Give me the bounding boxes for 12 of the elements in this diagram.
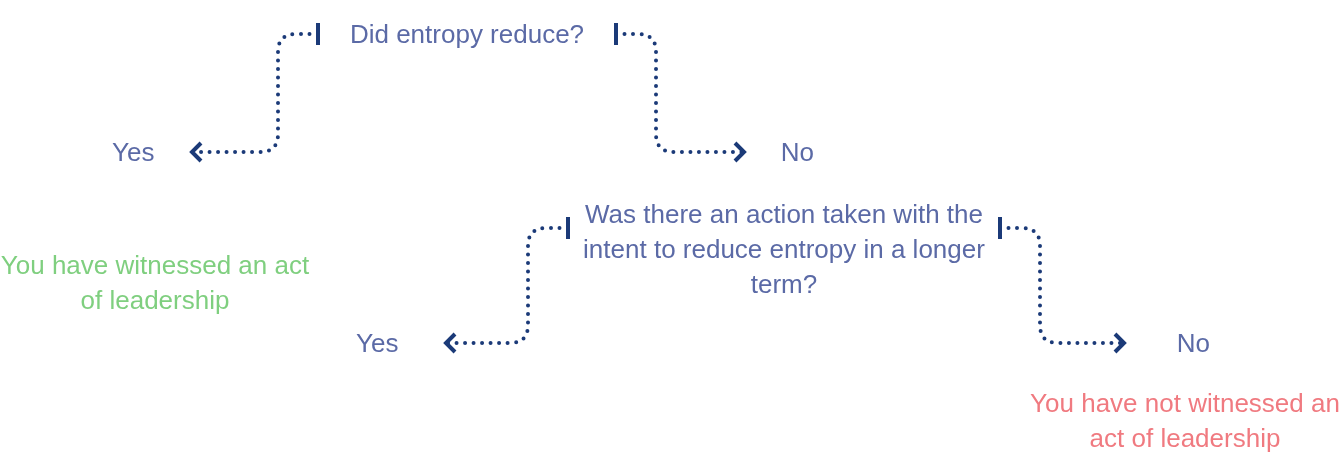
dotted-arrow (444, 215, 570, 354)
dotted-arrow (614, 21, 746, 163)
answer-text: Yes (356, 326, 399, 360)
answer-text: No (1176, 326, 1210, 360)
dotted-arrow (190, 21, 320, 163)
answer-text: Yes (112, 135, 155, 169)
question-text: Did entropy reduce? (349, 17, 585, 51)
answer-text: No (780, 135, 814, 169)
outcome-text: You have not witnessed an act of leadership (1030, 387, 1340, 454)
dotted-arrow (998, 215, 1126, 354)
question-text: Was there an action taken with the intent to reduce entropy in a longer term? (582, 197, 986, 301)
outcome-text: You have witnessed an act of leadership (0, 249, 310, 317)
